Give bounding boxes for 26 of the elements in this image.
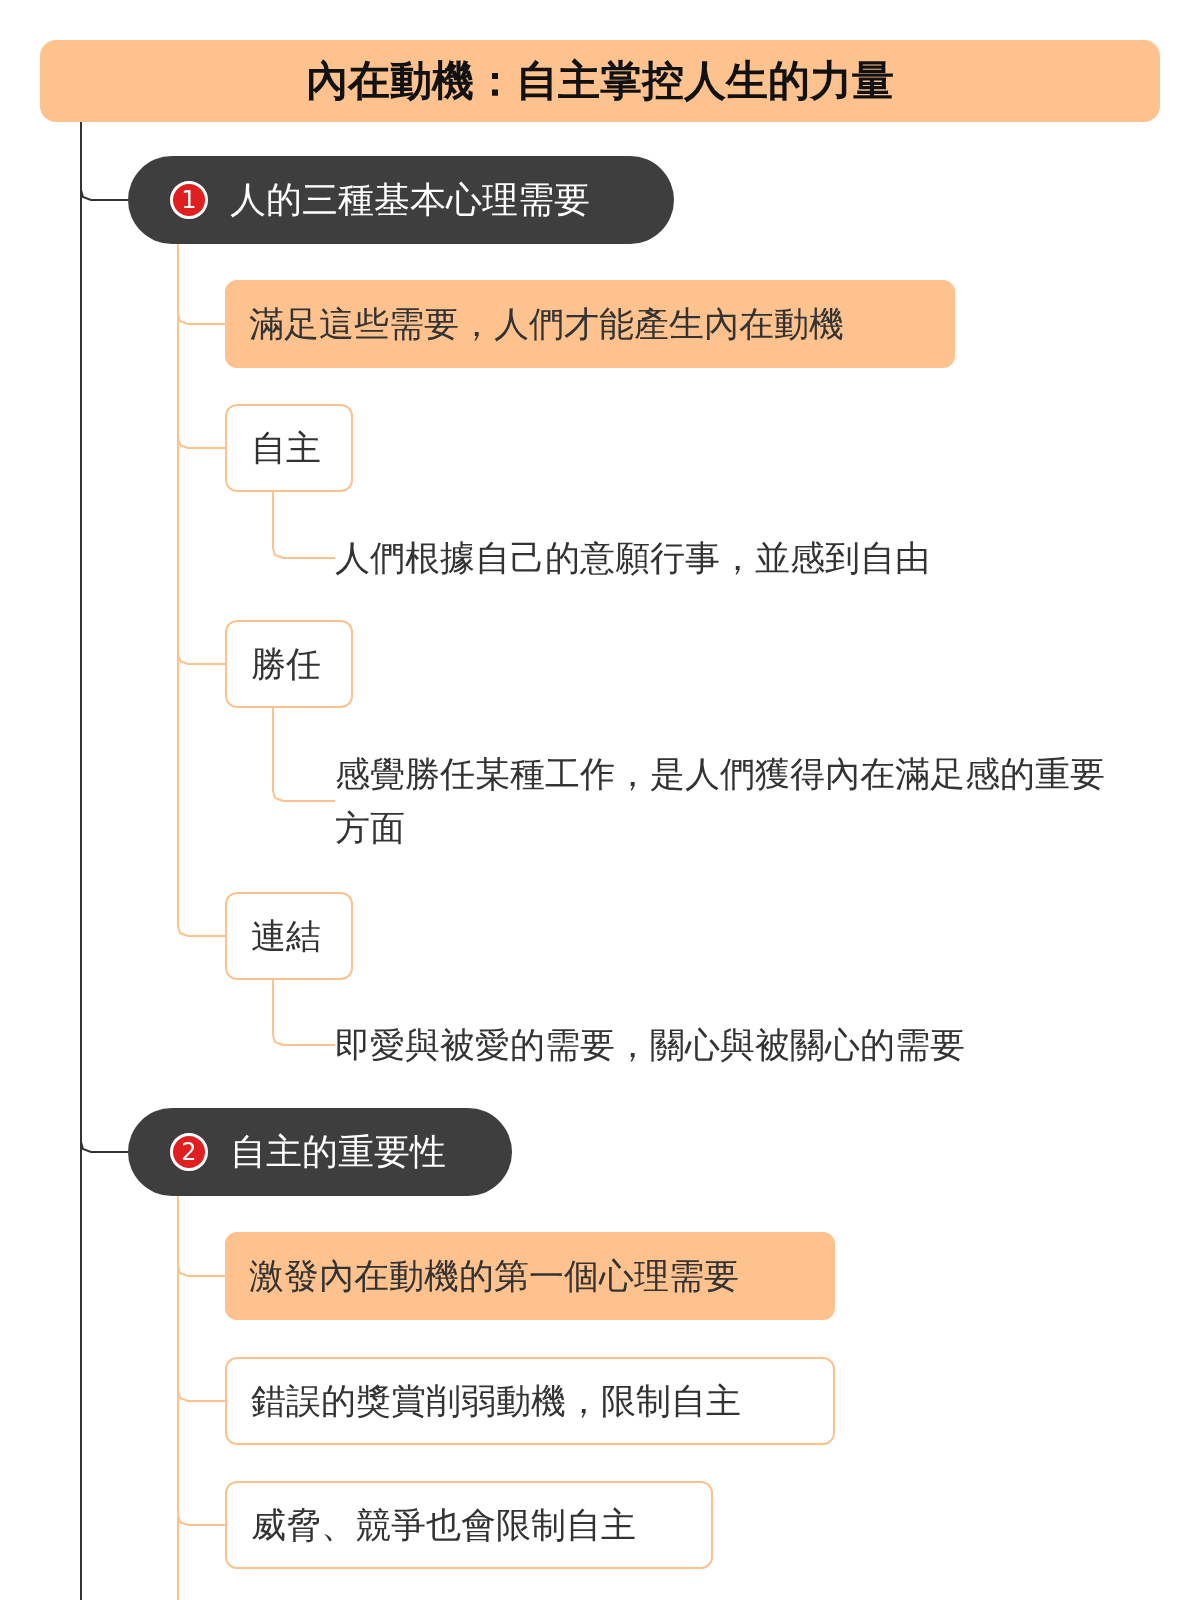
connector-line xyxy=(272,979,336,1046)
node-text: 連結 xyxy=(251,914,321,958)
title-banner xyxy=(40,40,1160,122)
subtopic-box xyxy=(225,404,353,492)
subtopic-box xyxy=(225,620,353,708)
node-text: 滿足這些需要，人們才能產生內在動機 xyxy=(249,302,844,346)
title-text: 內在動機：自主掌控人生的力量 xyxy=(306,55,894,107)
number-badge: 2 xyxy=(170,1133,208,1171)
node-text: 激發內在動機的第一個心理需要 xyxy=(249,1254,739,1298)
node-text: 勝任 xyxy=(251,642,321,686)
description-text: 感覺勝任某種工作，是人們獲得內在滿足感的重要方面 xyxy=(335,752,1106,850)
subtopic-box xyxy=(225,892,353,980)
highlight-box xyxy=(225,280,955,368)
topic-heading: 人的三種基本心理需要 xyxy=(230,177,590,222)
subtopic-box xyxy=(225,1481,713,1569)
node-text: 威脅、競爭也會限制自主 xyxy=(251,1503,636,1547)
connector-line xyxy=(272,491,336,559)
highlight-box xyxy=(225,1232,835,1320)
subtopic-box xyxy=(225,1357,835,1445)
connector-line xyxy=(272,707,336,802)
node-text: 錯誤的獎賞削弱動機，限制自主 xyxy=(251,1379,741,1423)
topic-heading: 自主的重要性 xyxy=(230,1129,446,1174)
node-text: 自主 xyxy=(251,426,321,470)
description-text: 人們根據自己的意願行事，並感到自由 xyxy=(335,536,930,580)
number-badge: 1 xyxy=(170,181,208,219)
description-text: 即愛與被愛的需要，關心與被關心的需要 xyxy=(335,1023,965,1067)
